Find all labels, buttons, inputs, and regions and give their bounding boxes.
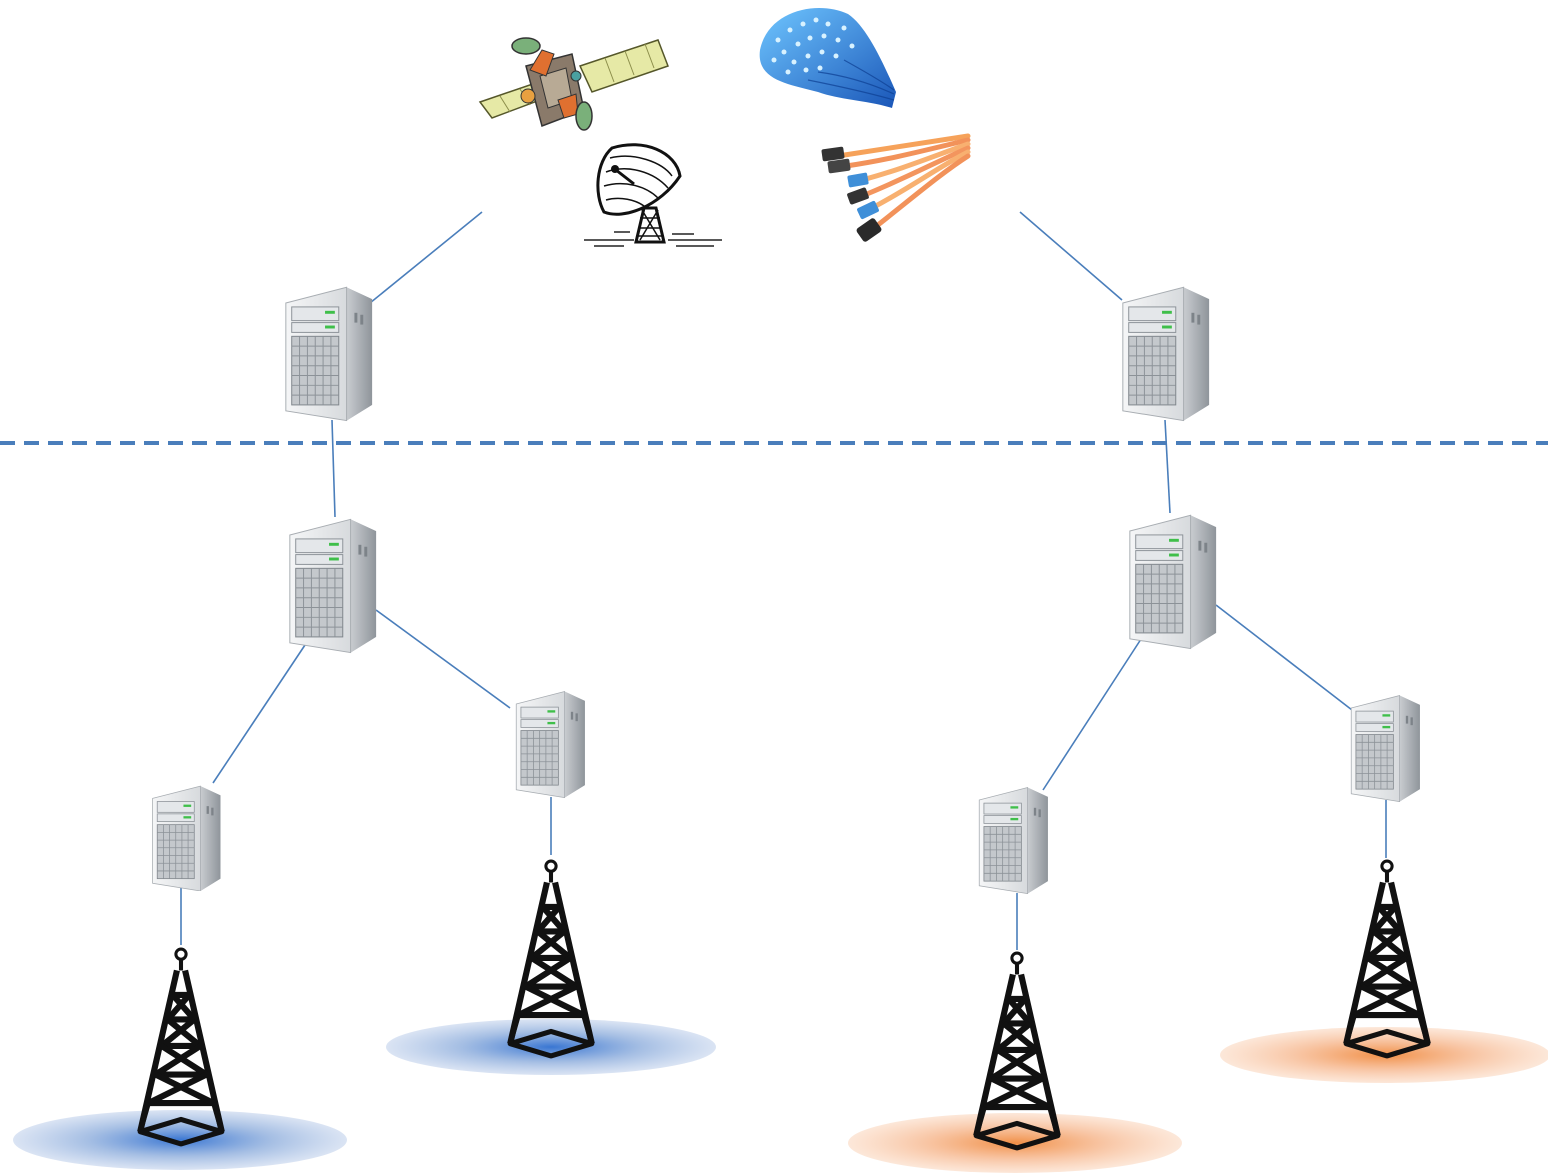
server-tower-icon[interactable] <box>285 286 373 422</box>
server-tower-icon[interactable] <box>1122 286 1210 422</box>
server-tower-icon[interactable] <box>978 787 1049 894</box>
fiber-optic-bundle-icon <box>759 8 896 108</box>
satellite-icon <box>478 37 669 131</box>
link <box>212 644 306 784</box>
server-tower-icon[interactable] <box>152 785 221 891</box>
servers <box>152 286 1421 894</box>
network-links <box>180 211 1387 950</box>
link <box>1215 604 1353 711</box>
server-tower-icon[interactable] <box>289 518 377 654</box>
server-tower-icon[interactable] <box>515 691 586 798</box>
coverage-area-orange <box>848 1113 1182 1173</box>
server-tower-icon[interactable] <box>1350 695 1421 802</box>
link <box>375 609 511 709</box>
satellite-dish-icon <box>584 143 722 247</box>
coverage-areas <box>13 1019 1548 1173</box>
towers <box>140 861 1428 1148</box>
backhaul-link <box>369 211 483 304</box>
fiber-connector-cables-icon <box>821 133 971 242</box>
link <box>331 419 336 518</box>
link <box>1164 419 1171 514</box>
coverage-area-blue <box>13 1110 347 1170</box>
backhaul-link <box>1019 211 1123 301</box>
link <box>1042 635 1144 791</box>
server-tower-icon[interactable] <box>1129 514 1217 650</box>
radio-tower-icon[interactable] <box>1346 861 1428 1056</box>
coverage-area-blue <box>386 1019 716 1075</box>
